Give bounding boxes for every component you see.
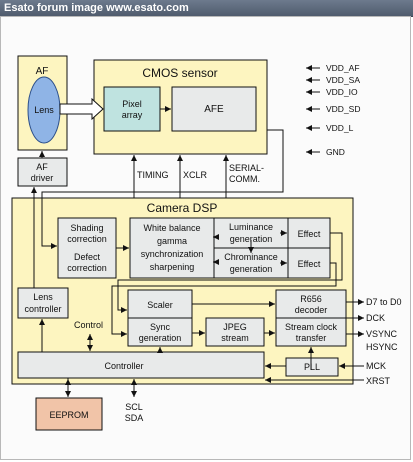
stream-label-1: Stream clock (285, 322, 338, 332)
effect1-to-scaler-line (117, 232, 343, 313)
jpeg-label-1: JPEG (223, 322, 247, 332)
af-driver-label-2: driver (31, 173, 54, 183)
serial-label-2: COMM. (229, 174, 260, 184)
shading-correction-block (57, 217, 117, 279)
pll-label: PLL (304, 362, 320, 372)
scaler-label: Scaler (147, 300, 173, 310)
controller-label: Controller (104, 361, 143, 371)
dck-label: DCK (366, 313, 385, 323)
sync-label-1: Sync (150, 322, 171, 332)
white-balance-block (129, 217, 215, 279)
d7-d0-label: D7 to D0 (366, 297, 402, 307)
afe-label: AFE (204, 104, 224, 115)
lens-controller-block (17, 287, 69, 319)
controller-block (17, 351, 265, 379)
pixel-label-1: Pixel (122, 99, 142, 109)
vdd-io-label: VDD_IO (326, 87, 358, 97)
defect-label-2: correction (67, 263, 107, 273)
sda-label: SDA (125, 413, 144, 423)
effect2-to-scaler-line (111, 262, 337, 337)
gnd-label: GND (326, 147, 345, 157)
jpeg-label-2: stream (221, 333, 249, 343)
lens-controller-label-1: Lens (33, 292, 53, 302)
chrominance-label-2: generation (230, 264, 273, 274)
shading-label-2: correction (67, 234, 107, 244)
effect-label-2: Effect (298, 259, 321, 269)
vdd-sd-label: VDD_SD (326, 104, 360, 114)
xrst-label: XRST (366, 376, 391, 386)
luminance-label-1: Luminance (229, 222, 273, 232)
forum-header-title: Esato forum image www.esato.com (4, 2, 189, 14)
scl-label: SCL (125, 402, 143, 412)
effect-label-1: Effect (298, 229, 321, 239)
serial-label-1: SERIAL- (229, 163, 264, 173)
camera-dsp-label: Camera DSP (147, 201, 218, 215)
afe-output-line (41, 129, 284, 249)
vdd-l-label: VDD_L (326, 123, 354, 133)
cmos-sensor-label: CMOS sensor (142, 66, 217, 80)
pll-block (285, 357, 339, 377)
wb-label-2: gamma (157, 236, 187, 246)
vsync-label: VSYNC (366, 329, 398, 339)
eeprom-block (35, 397, 103, 431)
lens-label: Lens (34, 105, 54, 115)
control-label: Control (74, 320, 103, 330)
xclr-label: XCLR (183, 170, 208, 180)
chrominance-label-1: Chrominance (224, 252, 278, 262)
wb-label-4: sharpening (150, 262, 195, 272)
hsync-label: HSYNC (366, 342, 398, 352)
jpeg-stream-block (205, 317, 265, 347)
r656-label-2: decoder (295, 305, 328, 315)
af-label: AF (36, 66, 49, 77)
af-driver-label-1: AF (36, 162, 48, 172)
eeprom-label: EEPROM (49, 410, 88, 420)
sync-label-2: generation (139, 333, 182, 343)
wb-label-3: synchronization (141, 249, 204, 259)
mck-label: MCK (366, 361, 386, 371)
wb-label-1: White balance (143, 223, 200, 233)
af-driver-block (17, 157, 68, 187)
light-path-arrow (59, 97, 104, 121)
vdd-af-label: VDD_AF (326, 63, 360, 73)
defect-label-1: Defect (74, 252, 101, 262)
luminance-label-2: generation (230, 234, 273, 244)
pixel-label-2: array (122, 110, 143, 120)
vdd-sa-label: VDD_SA (326, 75, 360, 85)
stream-label-2: transfer (296, 333, 327, 343)
shading-label-1: Shading (70, 223, 103, 233)
afe-block (171, 86, 257, 132)
lens-controller-label-2: controller (24, 304, 61, 314)
r656-label-1: R656 (300, 294, 322, 304)
effect-block-2 (287, 247, 331, 279)
pixel-array-block (103, 86, 161, 132)
timing-label: TIMING (137, 170, 169, 180)
